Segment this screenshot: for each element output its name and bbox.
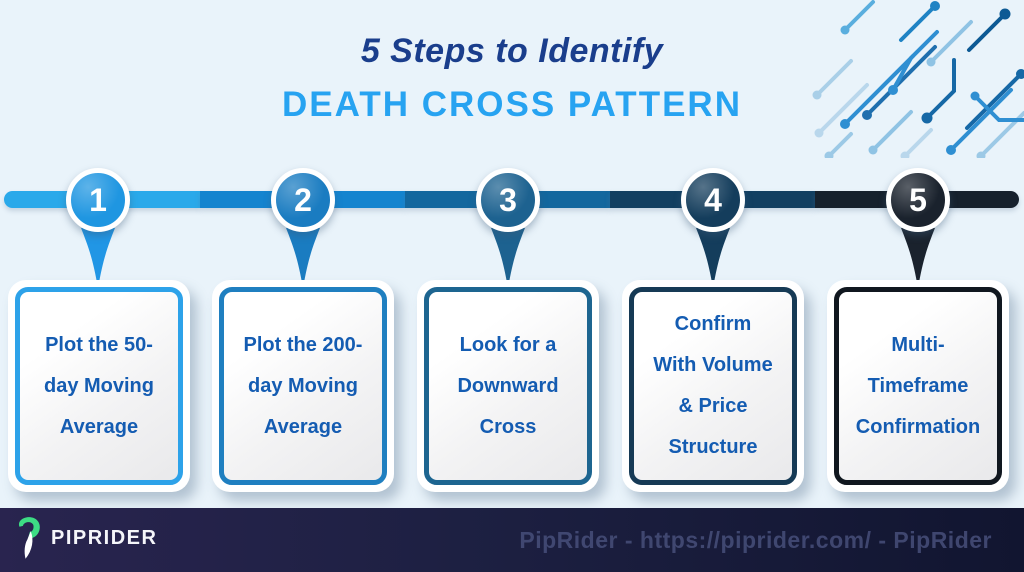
step-circle-2: 2 [271,168,335,232]
step-card-2: Plot the 200- day Moving Average [212,280,394,492]
brand-logo: PIPRIDER [16,516,157,560]
step-card-3-label: Look for a Downward Cross [457,333,559,438]
step-card-1-frame: Plot the 50- day Moving Average [15,287,183,485]
connector-3 [491,228,525,288]
title-line1: 5 Steps to Identify [360,32,664,70]
step-number-5: 5 [909,182,927,218]
step-circle-5: 5 [886,168,950,232]
step-card-5-label: Multi- Timeframe Confirmation [855,333,981,438]
step-circle-3: 3 [476,168,540,232]
brand-name: PIPRIDER [51,526,158,549]
step-card-1-label: Plot the 50- day Moving Average [43,333,154,438]
footer-credit-text: PipRider - https://piprider.com/ - PipRi… [519,527,992,553]
step-card-5-frame: Multi- Timeframe Confirmation [834,287,1002,485]
page-title: 5 Steps to Identify DEATH CROSS PATTERN [0,32,1024,125]
connector-2 [286,228,320,288]
footer-bar: PIPRIDER PipRider - https://piprider.com… [0,508,1024,572]
step-circle-1: 1 [66,168,130,232]
step-number-1: 1 [89,182,107,218]
step-number-2: 2 [294,182,312,218]
step-card-4: Confirm With Volume & Price Structure [622,280,804,492]
step-card-2-label: Plot the 200- day Moving Average [243,333,363,438]
connector-1 [81,228,115,288]
step-card-3: Look for a Downward Cross [417,280,599,492]
piprider-logo-icon [18,517,40,559]
step-card-1: Plot the 50- day Moving Average [8,280,190,492]
step-number-4: 4 [704,182,722,218]
step-card-4-label: Confirm With Volume & Price Structure [653,313,773,458]
step-card-4-frame: Confirm With Volume & Price Structure [629,287,797,485]
step-number-3: 3 [499,182,517,218]
step-card-3-frame: Look for a Downward Cross [424,287,592,485]
step-circle-4: 4 [681,168,745,232]
step-card-2-frame: Plot the 200- day Moving Average [219,287,387,485]
circuit-decoration [812,0,1024,158]
step-card-5: Multi- Timeframe Confirmation [827,280,1009,492]
connector-5 [901,228,935,288]
title-line2: DEATH CROSS PATTERN [282,85,742,124]
connector-4 [696,228,730,288]
